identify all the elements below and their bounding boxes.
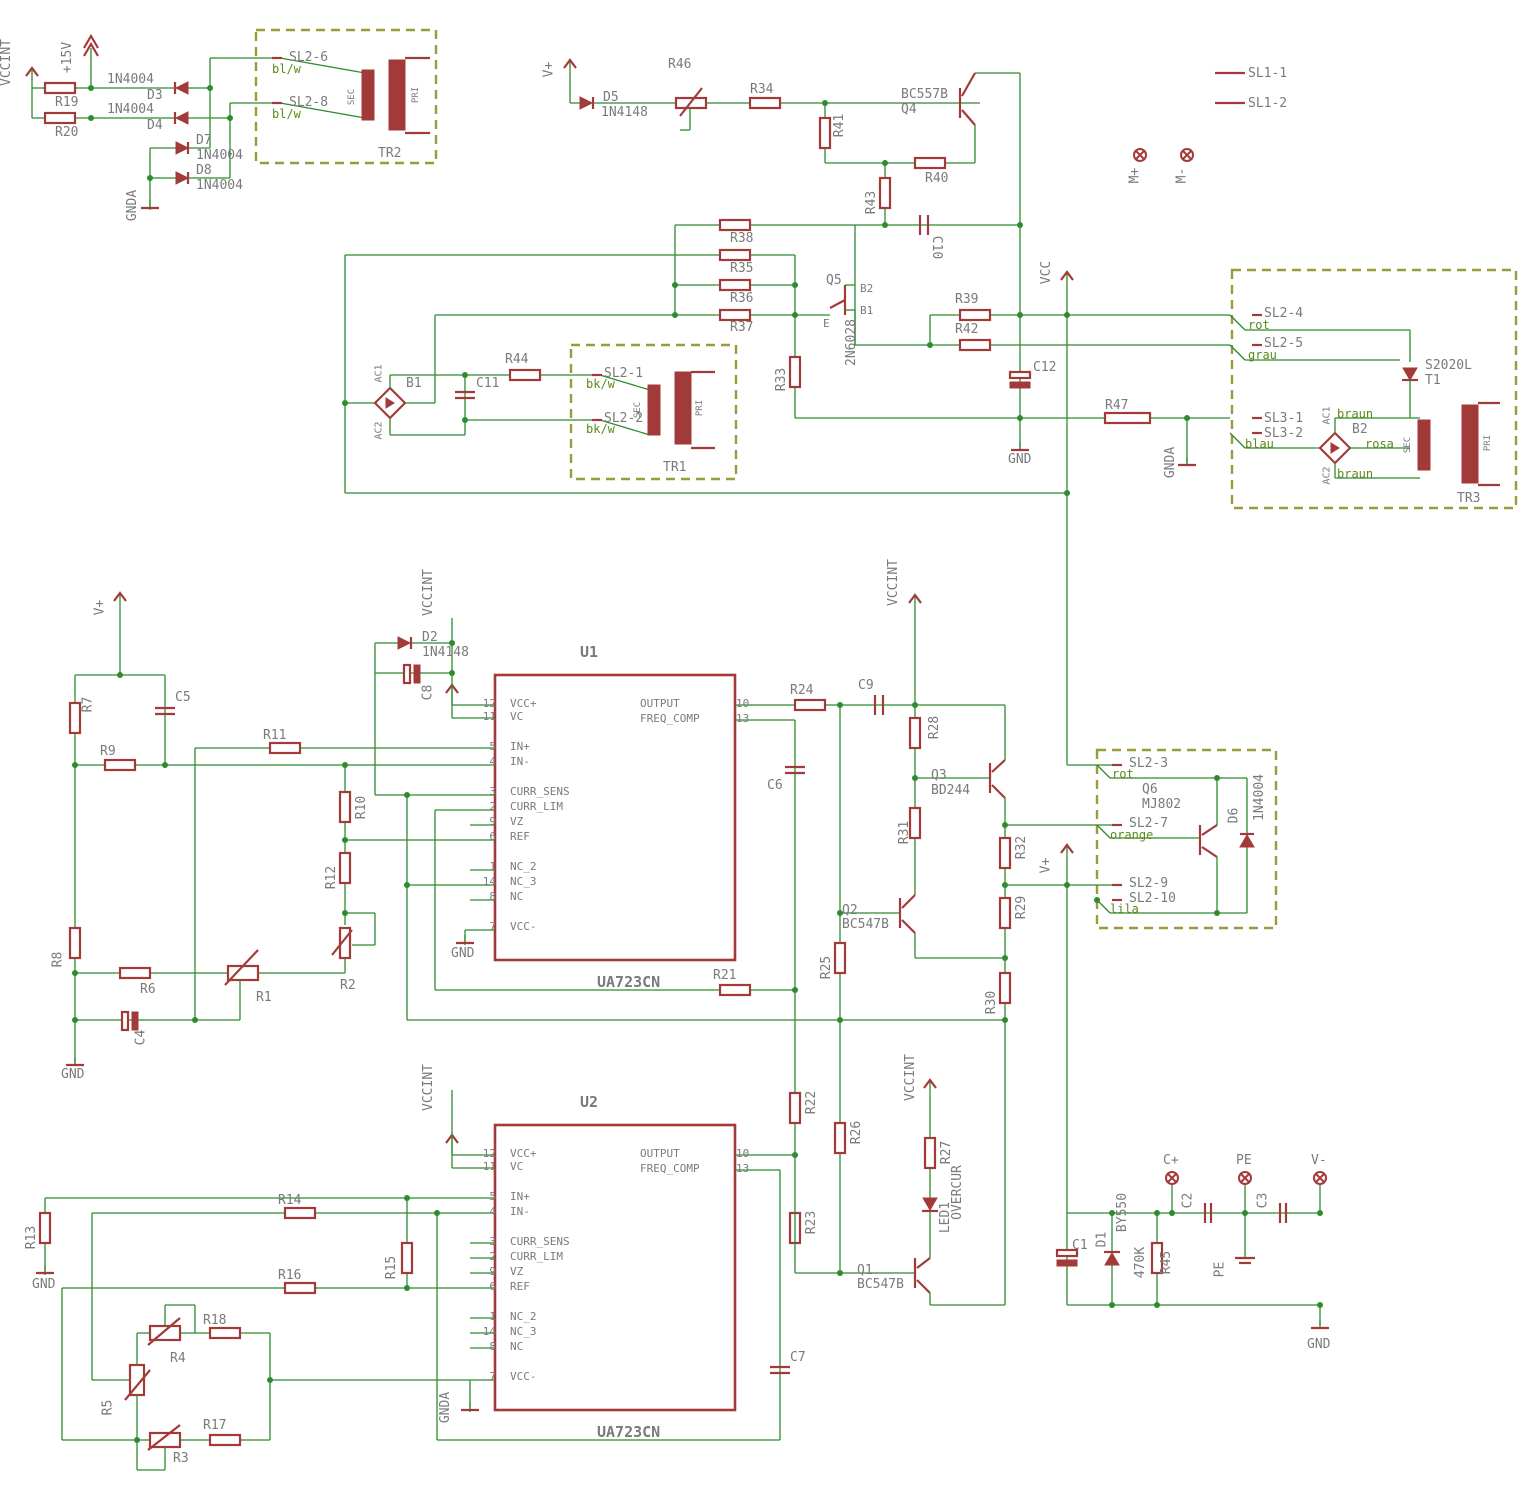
r44 xyxy=(508,368,542,382)
r47 xyxy=(1103,411,1152,425)
r17 xyxy=(208,1433,242,1447)
r40 xyxy=(913,156,947,170)
r14 xyxy=(283,1206,317,1220)
r29 xyxy=(998,896,1012,930)
r10 xyxy=(338,790,352,824)
r20 xyxy=(43,111,77,125)
u2-block xyxy=(34,1078,1005,1471)
r8 xyxy=(68,926,82,960)
tr3-b2-t1 xyxy=(1229,313,1500,487)
r26 xyxy=(833,1121,847,1155)
trigger-network xyxy=(345,58,1230,766)
r42 xyxy=(958,338,992,352)
tr3-frame xyxy=(1230,268,1518,510)
tr2-frame xyxy=(254,28,438,165)
r25 xyxy=(833,941,847,975)
r35 xyxy=(718,248,752,262)
r13 xyxy=(38,1211,52,1245)
u2-body xyxy=(493,1123,737,1412)
r31 xyxy=(908,806,922,840)
r15 xyxy=(400,1241,414,1275)
r19 xyxy=(43,81,77,95)
u1-body xyxy=(493,673,737,962)
r37 xyxy=(718,308,752,322)
r36 xyxy=(718,278,752,292)
vccint-rectifier xyxy=(24,33,430,210)
r41 xyxy=(818,116,832,150)
r30 xyxy=(998,971,1012,1005)
r12 xyxy=(338,851,352,885)
u1-block xyxy=(64,591,1255,1305)
r38 xyxy=(718,218,752,232)
r22 xyxy=(788,1091,802,1125)
r34 xyxy=(748,96,782,110)
r4 xyxy=(148,1324,182,1342)
r6 xyxy=(118,966,152,980)
r39 xyxy=(958,308,992,322)
r21 xyxy=(718,983,752,997)
r16 xyxy=(283,1281,317,1295)
r32 xyxy=(998,836,1012,870)
tr1-frame xyxy=(569,343,738,481)
output-caps xyxy=(1055,885,1331,1330)
r18 xyxy=(208,1326,242,1340)
r7 xyxy=(68,701,82,735)
r28 xyxy=(908,716,922,750)
r27 xyxy=(923,1136,937,1170)
r43 xyxy=(878,176,892,210)
r11 xyxy=(268,741,302,755)
b1-tr1 xyxy=(342,254,715,493)
r9 xyxy=(103,758,137,772)
r45 xyxy=(1150,1241,1164,1275)
connectors-sl1 xyxy=(1133,71,1245,162)
r24 xyxy=(793,698,827,712)
r33 xyxy=(788,355,802,389)
